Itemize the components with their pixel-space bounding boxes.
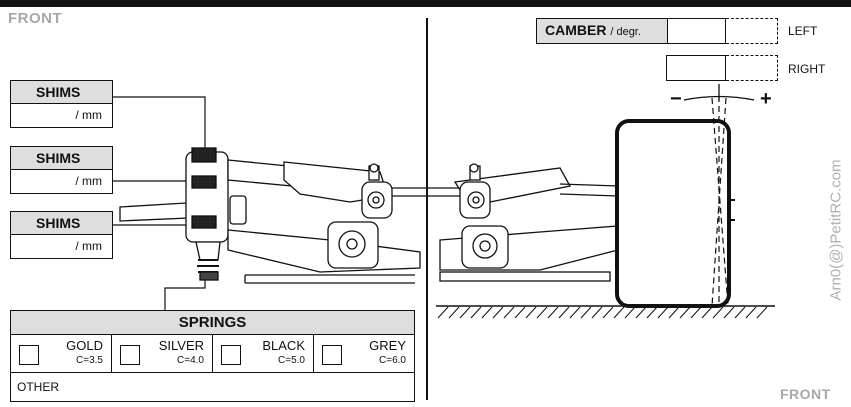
spring-checkbox-silver[interactable] xyxy=(120,345,140,365)
shims-input-middle[interactable]: / mm xyxy=(75,174,102,188)
front-label-top: FRONT xyxy=(8,10,63,27)
shims-box-bottom: SHIMS / mm xyxy=(10,211,113,259)
spring-coef: C=5.0 xyxy=(278,355,305,366)
spring-option-black: BLACK C=5.0 xyxy=(213,335,314,372)
panel-divider xyxy=(426,18,428,400)
springs-title: SPRINGS xyxy=(11,311,414,335)
spring-name: BLACK xyxy=(262,338,305,353)
shims-box-middle: SHIMS / mm xyxy=(10,146,113,194)
spring-name: GREY xyxy=(369,338,406,353)
camber-plus-sign: + xyxy=(760,88,772,110)
spring-option-silver: SILVER C=4.0 xyxy=(112,335,213,372)
top-border xyxy=(0,0,851,7)
springs-options-row: GOLD C=3.5 SILVER C=4.0 BLACK C=5.0 GREY… xyxy=(11,335,414,373)
spring-name: SILVER xyxy=(158,338,204,353)
suspension-arms-left xyxy=(119,147,426,284)
camber-left-label: LEFT xyxy=(788,24,818,38)
shims-leader-lines xyxy=(113,96,206,310)
camber-left-dashed xyxy=(726,18,778,44)
watermark: Arn0(@)PetitRC.com xyxy=(826,155,846,305)
ground-hatching xyxy=(436,305,775,319)
camber-label: CAMBER / degr. xyxy=(537,19,668,43)
camber-scale xyxy=(683,84,755,307)
camber-unit: / degr. xyxy=(610,26,641,38)
camber-left-row: CAMBER / degr. xyxy=(536,18,726,44)
suspension-arms-right xyxy=(428,163,619,282)
camber-left-input[interactable] xyxy=(668,19,725,43)
springs-other-input[interactable]: OTHER xyxy=(17,380,59,394)
spring-checkbox-grey[interactable] xyxy=(322,345,342,365)
springs-table: SPRINGS GOLD C=3.5 SILVER C=4.0 BLACK C=… xyxy=(10,310,415,402)
camber-right-dashed xyxy=(726,55,778,81)
camber-right-input[interactable] xyxy=(666,55,726,81)
spring-checkbox-black[interactable] xyxy=(221,345,241,365)
camber-minus-sign: − xyxy=(670,88,682,110)
shims-label: SHIMS xyxy=(11,81,112,104)
spring-option-grey: GREY C=6.0 xyxy=(314,335,414,372)
camber-title: CAMBER xyxy=(545,22,607,38)
front-label-bottom: FRONT xyxy=(780,386,831,402)
shims-label: SHIMS xyxy=(11,212,112,235)
wheel xyxy=(615,119,735,308)
watermark-text: Arn0(@)PetitRC.com xyxy=(827,159,845,301)
spring-option-gold: GOLD C=3.5 xyxy=(11,335,112,372)
spring-coef: C=3.5 xyxy=(76,355,103,366)
spring-coef: C=6.0 xyxy=(379,355,406,366)
spring-coef: C=4.0 xyxy=(177,355,204,366)
shims-box-top: SHIMS / mm xyxy=(10,80,113,128)
spring-name: GOLD xyxy=(66,338,103,353)
camber-right-label: RIGHT xyxy=(788,62,826,76)
shims-input-top[interactable]: / mm xyxy=(75,108,102,122)
shims-label: SHIMS xyxy=(11,147,112,170)
spring-checkbox-gold[interactable] xyxy=(19,345,39,365)
shims-input-bottom[interactable]: / mm xyxy=(75,239,102,253)
